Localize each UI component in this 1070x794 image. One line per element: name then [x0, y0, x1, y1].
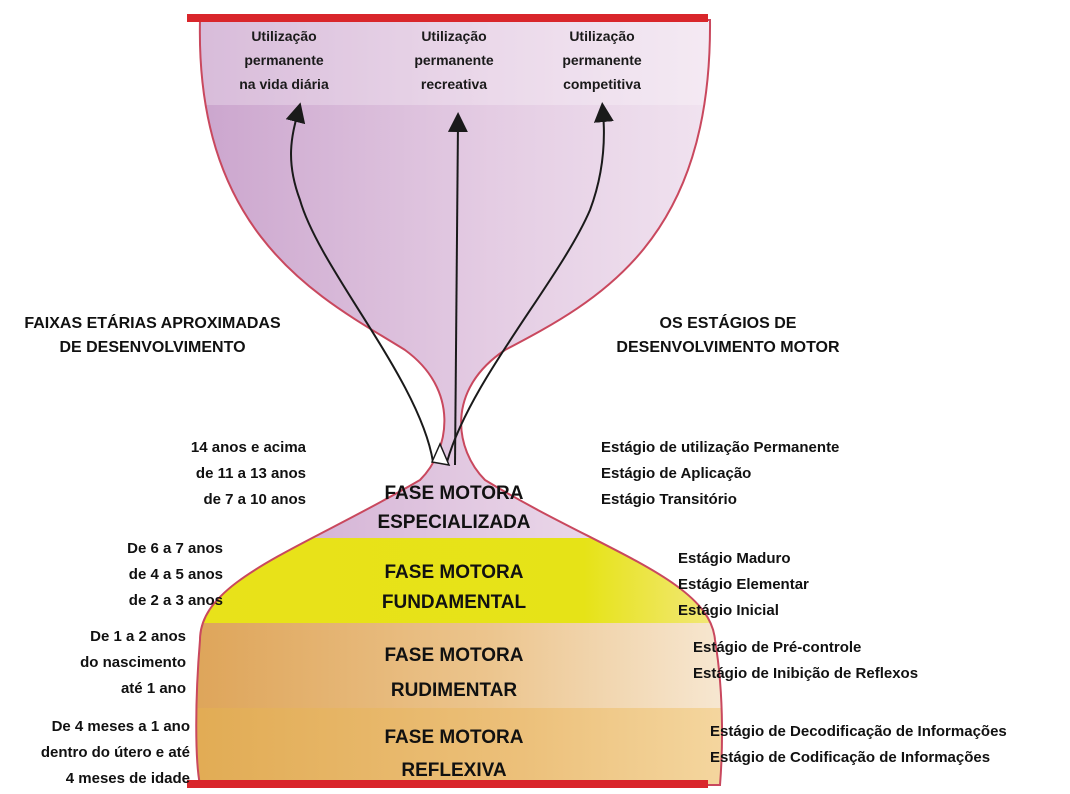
top-label-line: Utilização	[569, 28, 634, 44]
age-label: de 11 a 13 anos	[195, 465, 306, 482]
age-label: de 2 a 3 anos	[128, 592, 223, 609]
band-rudimentar	[196, 623, 723, 708]
top-label-line: permanente	[562, 52, 642, 68]
ages-especializada: 14 anos e acima de 11 a 13 anos de 7 a 1…	[106, 435, 306, 513]
age-label: De 4 meses a 1 ano	[51, 718, 190, 735]
left-heading-line: DE DESENVOLVIMENTO	[59, 339, 246, 356]
stage-label: Estágio Maduro	[678, 550, 791, 567]
stage-label: Estágio de Inibição de Reflexos	[693, 665, 919, 682]
right-heading: OS ESTÁGIOS DE DESENVOLVIMENTO MOTOR	[598, 312, 858, 360]
phase-name-line: FASE MOTORA	[385, 483, 524, 504]
phase-name-line: FASE MOTORA	[385, 727, 524, 748]
arrow-left	[285, 102, 434, 463]
right-heading-line: OS ESTÁGIOS DE	[659, 315, 797, 332]
age-label: de 7 a 10 anos	[203, 491, 306, 508]
arrows	[285, 102, 614, 466]
stage-label: Estágio de utilização Permanente	[601, 439, 840, 456]
bottom-red-bar	[187, 780, 708, 788]
top-label-line: recreativa	[421, 76, 487, 92]
top-label-area	[196, 20, 723, 105]
stages-reflexiva: Estágio de Decodificação de Informações …	[710, 719, 1007, 771]
stages-especializada: Estágio de utilização Permanente Estágio…	[601, 435, 839, 513]
ages-fundamental: De 6 a 7 anos de 4 a 5 anos de 2 a 3 ano…	[23, 536, 223, 614]
ages-rudimentar: De 1 a 2 anos do nascimento até 1 ano	[0, 624, 186, 702]
top-label-line: na vida diária	[239, 76, 329, 92]
stage-label: Estágio Inicial	[678, 602, 779, 619]
top-label-line: permanente	[244, 52, 324, 68]
age-label: 14 anos e acima	[190, 439, 306, 456]
phase-name-line: FASE MOTORA	[385, 645, 524, 666]
stages-fundamental: Estágio Maduro Estágio Elementar Estágio…	[678, 546, 809, 624]
age-label: De 6 a 7 anos	[127, 540, 223, 557]
age-label: até 1 ano	[120, 680, 186, 697]
ages-reflexiva: De 4 meses a 1 ano dentro do útero e até…	[0, 714, 190, 792]
stage-label: Estágio Elementar	[678, 576, 809, 593]
left-heading-line: FAIXAS ETÁRIAS APROXIMADAS	[24, 315, 281, 332]
phase-name-line: RUDIMENTAR	[391, 680, 518, 701]
stage-label: Estágio de Decodificação de Informações	[710, 723, 1007, 740]
top-red-bar	[187, 14, 708, 22]
arrow-center	[447, 112, 468, 466]
age-label: De 1 a 2 anos	[90, 628, 186, 645]
phase-name-line: FUNDAMENTAL	[382, 592, 527, 613]
stage-label: Estágio de Codificação de Informações	[710, 749, 991, 766]
band-reflexiva	[196, 708, 723, 785]
phase-name-line: ESPECIALIZADA	[377, 512, 530, 533]
age-label: dentro do útero e até	[40, 744, 190, 761]
age-label: 4 meses de idade	[65, 770, 190, 787]
top-label-line: permanente	[414, 52, 494, 68]
top-label-line: Utilização	[421, 28, 486, 44]
arrow-right	[446, 102, 614, 463]
top-labels: Utilização permanente na vida diária Utiliz…	[239, 28, 642, 92]
arrow-base	[430, 442, 451, 466]
right-heading-line: DESENVOLVIMENTO MOTOR	[616, 339, 840, 356]
stage-label: Estágio de Pré-controle	[693, 639, 862, 656]
age-label: de 4 a 5 anos	[128, 566, 223, 583]
phase-names: FASE MOTORA ESPECIALIZADA FASE MOTORA FUNDA…	[377, 483, 530, 781]
phase-name-line: REFLEXIVA	[401, 760, 506, 781]
phase-name-line: FASE MOTORA	[385, 562, 524, 583]
left-heading: FAIXAS ETÁRIAS APROXIMADAS DE DESENVOLVI…	[10, 312, 295, 360]
stage-label: Estágio de Aplicação	[601, 465, 752, 482]
stage-label: Estágio Transitório	[601, 491, 737, 508]
top-label-line: competitiva	[563, 76, 641, 92]
age-label: do nascimento	[80, 654, 186, 671]
stages-rudimentar: Estágio de Pré-controle Estágio de Inibi…	[693, 635, 918, 687]
top-label-line: Utilização	[251, 28, 316, 44]
hourglass-fill	[196, 20, 723, 785]
